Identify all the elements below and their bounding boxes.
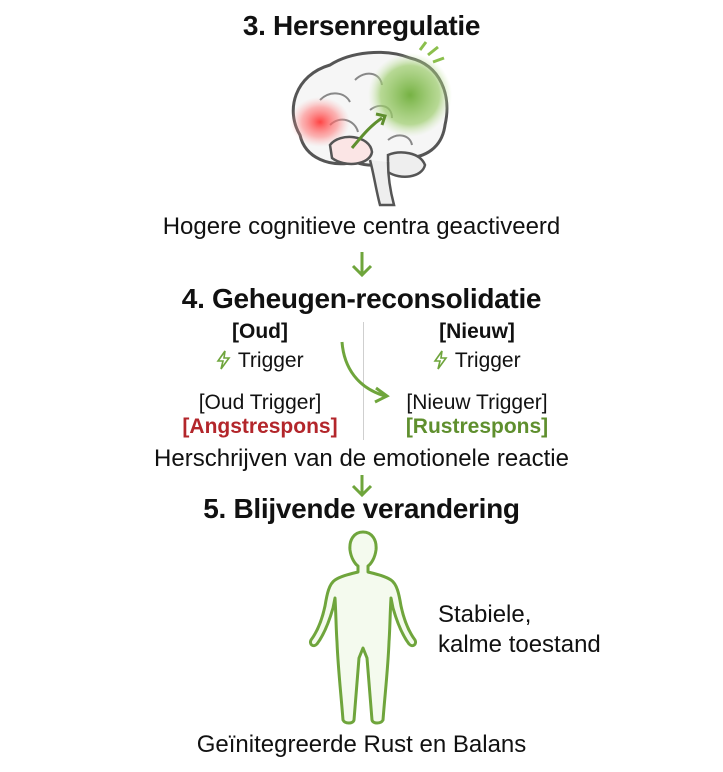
column-divider [363,322,364,440]
cerebellum [386,151,427,178]
old-column: [Oud] Trigger [Oud Trigger] [Angstrespon… [155,320,365,439]
new-header: [Nieuw] [439,320,515,343]
state-text: Stabiele, kalme toestand [438,600,601,660]
amygdala-red-glow [290,97,350,147]
new-trigger-row: Trigger [372,349,582,373]
new-column: [Nieuw] Trigger [Nieuw Trigger] [Rustres… [372,320,582,439]
state-line2: kalme toestand [438,631,601,658]
old-header: [Oud] [232,320,288,343]
down-arrow-icon [351,252,373,278]
lightning-icon [216,349,237,372]
section-3-caption: Hogere cognitieve centra geactiveerd [162,213,561,240]
brainstem [368,159,396,207]
new-line1: [Nieuw Trigger] [406,391,548,414]
person-figure [309,530,417,725]
new-line2: [Rustrespons] [405,415,549,438]
state-line1: Stabiele, [438,601,532,628]
old-line2: [Angstrespons] [182,415,338,438]
section-3-title: 3. Hersenregulatie [242,10,481,41]
section-5-caption: Geïnitegreerde Rust en Balans [196,731,527,758]
section-5-title: 5. Blijvende verandering [203,493,520,524]
brain-illustration [290,41,452,207]
curved-arrow-icon [340,341,390,404]
prefrontal-green-glow [368,53,452,137]
new-trigger-label: Trigger [454,349,521,372]
old-trigger-label: Trigger [237,349,304,372]
section-4-caption: Herschrijven van de emotionele reactie [154,445,569,472]
lightning-icon [433,349,454,372]
old-trigger-row: Trigger [155,349,365,373]
section-4-title: 4. Geheugen-reconsolidatie [181,283,542,314]
down-arrow-icon [351,475,373,498]
old-line1: [Oud Trigger] [198,391,322,414]
